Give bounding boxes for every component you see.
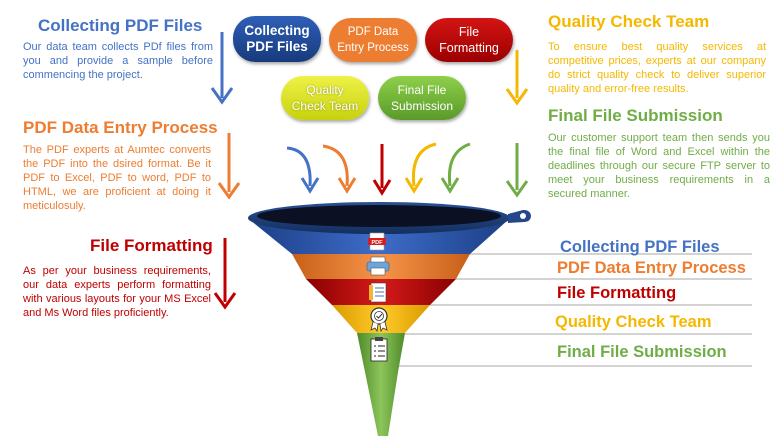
formatting-section-body: As per your business requirements, our d… (23, 265, 211, 319)
formatting-section-title: File Formatting (90, 236, 213, 255)
collecting-section-body: Our data team collects PDf files from yo… (23, 41, 213, 81)
submission-section-title: Final File Submission (548, 106, 723, 125)
funnel (248, 202, 532, 436)
funnel-label-quality: Quality Check Team (555, 313, 712, 331)
funnel-input-arrows (286, 142, 471, 196)
data-entry-section-title: PDF Data Entry Process (23, 118, 218, 137)
quality-section-body: To ensure best quality services at compe… (548, 41, 766, 95)
collecting-section-title: Collecting PDF Files (38, 16, 203, 35)
quality-section-title: Quality Check Team (548, 12, 710, 31)
pdf-icon: PDF (368, 232, 386, 251)
funnel-label-formatting: File Formatting (557, 284, 677, 302)
funnel-hook (508, 209, 532, 223)
printer-icon (366, 256, 390, 276)
funnel-opening (257, 205, 501, 227)
left-flow-arrows (210, 32, 241, 310)
svg-text:PDF: PDF (372, 240, 384, 246)
funnel-label-data-entry: PDF Data Entry Process (557, 259, 746, 277)
right-flow-arrows (505, 50, 529, 198)
quality-badge-icon (370, 307, 388, 333)
funnel-spout-submission (357, 333, 405, 436)
funnel-label-collecting: Collecting PDF Files (560, 238, 720, 256)
label-connector-lines (398, 253, 752, 367)
checklist-icon (370, 337, 388, 362)
funnel-label-submission: Final File Submission (557, 343, 727, 361)
submission-section-body: Our customer support team then sends you… (548, 132, 770, 200)
document-icon (369, 282, 387, 303)
data-entry-section-body: The PDF experts at Aumtec converts the P… (23, 144, 211, 212)
